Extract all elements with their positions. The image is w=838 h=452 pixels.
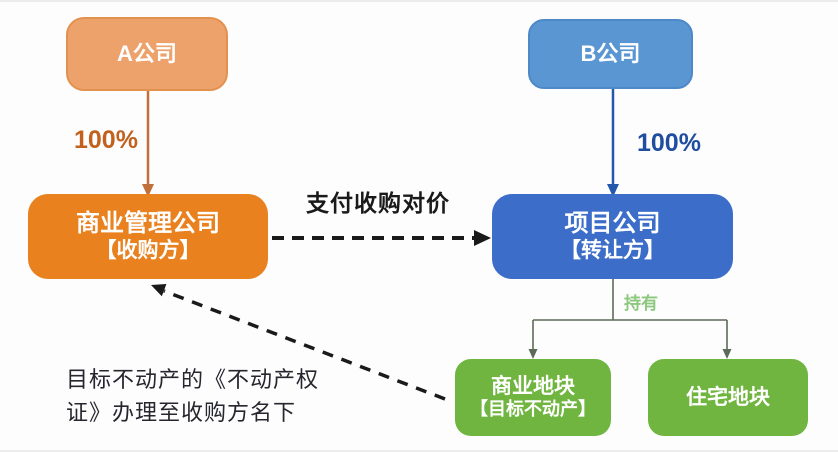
node-company-b: B公司 (528, 19, 693, 89)
node-project-co-role: 【转让方】 (560, 239, 665, 263)
arrowhead-down-gray-left-icon (528, 349, 538, 359)
node-management-co: 商业管理公司 【收购方】 (28, 194, 268, 279)
node-residential-plot: 住宅地块 (648, 359, 808, 436)
node-project-co: 项目公司 【转让方】 (492, 194, 733, 279)
node-management-co-name: 商业管理公司 (76, 210, 220, 238)
label-ownership-a: 100% (74, 126, 138, 154)
node-management-co-role: 【收购方】 (95, 239, 201, 263)
arrowhead-right-black-icon (474, 230, 491, 246)
node-residential-plot-label: 住宅地块 (686, 385, 770, 409)
note-certificate: 目标不动产的《不动产权 证》办理至收购方名下 (66, 363, 376, 429)
node-commercial-plot: 商业地块 【目标不动产】 (455, 359, 611, 436)
label-payment: 支付收购对价 (306, 190, 450, 216)
node-company-a: A公司 (66, 17, 228, 91)
node-commercial-plot-role: 【目标不动产】 (470, 399, 596, 420)
node-company-b-label: B公司 (580, 40, 641, 66)
label-holding: 持有 (624, 294, 658, 313)
arrowhead-upleft-black-icon (151, 284, 167, 297)
node-project-co-name: 项目公司 (564, 210, 661, 238)
note-certificate-line2: 证》办理至收购方名下 (66, 400, 297, 425)
arrowhead-down-gray-right-icon (722, 349, 732, 359)
note-certificate-line1: 目标不动产的《不动产权 (66, 367, 320, 392)
label-ownership-b: 100% (637, 129, 701, 157)
node-company-a-label: A公司 (117, 40, 177, 66)
node-commercial-plot-name: 商业地块 (491, 374, 575, 398)
